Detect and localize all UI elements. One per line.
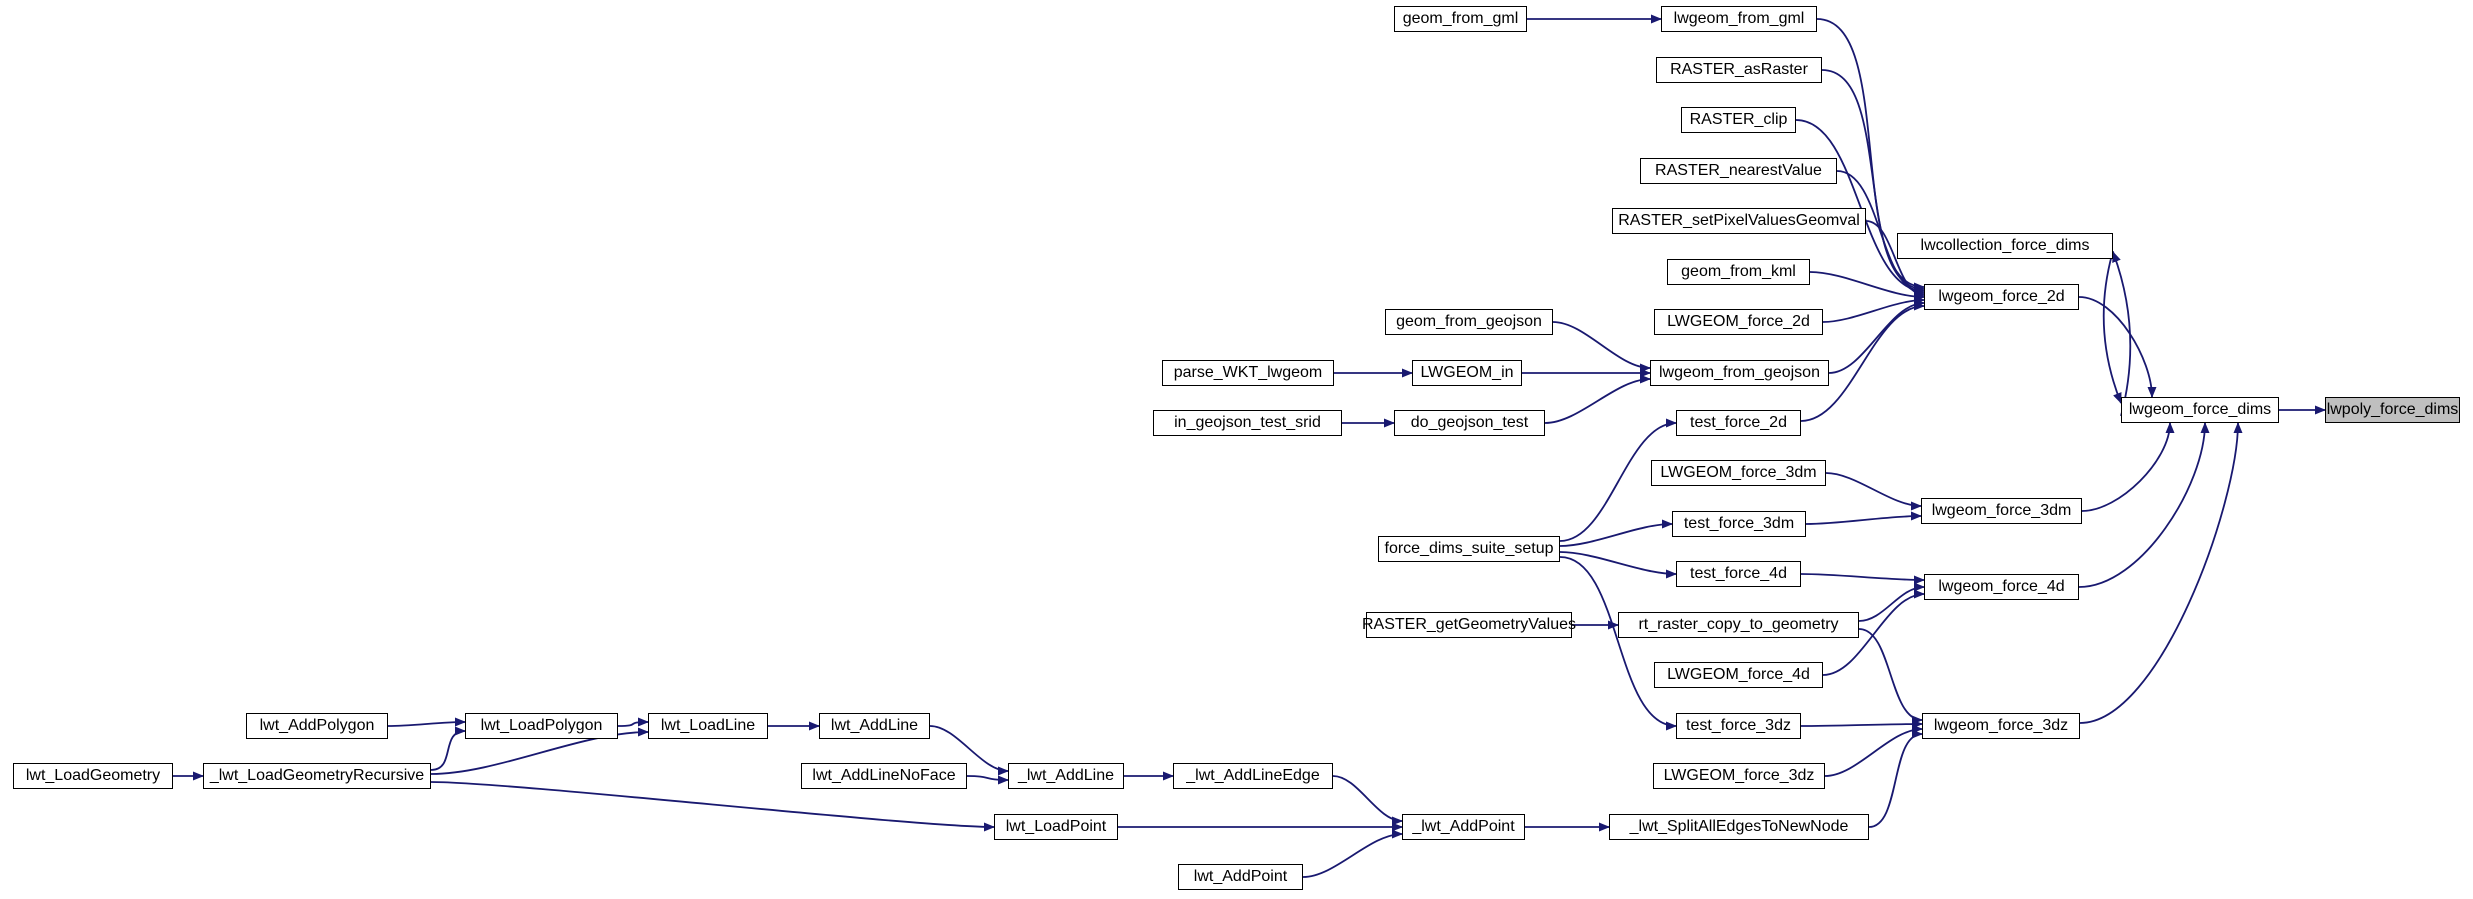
graph-node-lwgeom_force_dims[interactable]: lwgeom_force_dims xyxy=(2121,397,2279,423)
graph-node-RASTER_setPixelValuesGeomval[interactable]: RASTER_setPixelValuesGeomval xyxy=(1612,208,1866,234)
edge-RASTER_setPixelValuesGeomval--lwgeom_force_2d xyxy=(1865,220,1925,300)
edge-force_dims_suite_setup--test_force_4d xyxy=(1559,551,1677,579)
graph-node-force_dims_suite_setup[interactable]: force_dims_suite_setup xyxy=(1378,536,1560,562)
graph-node-lwt_LoadGeometry[interactable]: lwt_LoadGeometry xyxy=(13,763,173,789)
edge-do_geojson_test--lwgeom_from_geojson xyxy=(1544,374,1651,424)
graph-node-lwt_AddPolygon[interactable]: lwt_AddPolygon xyxy=(246,713,388,739)
edge-lwt_AddLine--_lwt_AddLine xyxy=(929,725,1009,776)
graph-node-lwgeom_force_3dm[interactable]: lwgeom_force_3dm xyxy=(1921,498,2082,524)
graph-node-parse_WKT_lwgeom[interactable]: parse_WKT_lwgeom xyxy=(1162,360,1334,386)
edge-lwt_AddPolygon--lwt_LoadPolygon xyxy=(387,717,466,727)
graph-node-geom_from_kml[interactable]: geom_from_kml xyxy=(1667,259,1810,285)
edge-_lwt_LoadGeometryRecursive--lwt_LoadPolygon xyxy=(430,726,466,771)
edge-_lwt_SplitAllEdgesToNewNode--lwgeom_force_3dz xyxy=(1868,729,1923,828)
edge-rt_raster_copy_to_geometry--lwgeom_force_4d xyxy=(1858,582,1925,622)
edge-test_force_4d--lwgeom_force_4d xyxy=(1800,573,1925,585)
graph-node-lwt_AddLineNoFace[interactable]: lwt_AddLineNoFace xyxy=(801,763,967,789)
graph-node-lwgeom_force_4d[interactable]: lwgeom_force_4d xyxy=(1924,574,2079,600)
graph-node-geom_from_geojson[interactable]: geom_from_geojson xyxy=(1385,309,1553,335)
edge-RASTER_clip--lwgeom_force_2d xyxy=(1795,119,1925,296)
graph-node-lwt_LoadPoint[interactable]: lwt_LoadPoint xyxy=(994,814,1118,840)
graph-node-lwt_LoadPolygon[interactable]: lwt_LoadPolygon xyxy=(465,713,618,739)
edge-test_force_3dm--lwgeom_force_3dm xyxy=(1805,511,1922,525)
graph-node-rt_raster_copy_to_geometry[interactable]: rt_raster_copy_to_geometry xyxy=(1618,612,1859,638)
edge-_lwt_LoadGeometryRecursive--lwt_LoadLine xyxy=(430,727,649,775)
graph-node-lwgeom_force_2d[interactable]: lwgeom_force_2d xyxy=(1924,284,2079,310)
graph-node-test_force_2d[interactable]: test_force_2d xyxy=(1676,410,1801,436)
graph-node-in_geojson_test_srid[interactable]: in_geojson_test_srid xyxy=(1153,410,1342,436)
graph-node-test_force_3dm[interactable]: test_force_3dm xyxy=(1672,511,1806,537)
edge-test_force_3dz--lwgeom_force_3dz xyxy=(1800,719,1923,729)
edge-geom_from_geojson--lwgeom_from_geojson xyxy=(1552,321,1651,373)
graph-node-lwt_AddLine[interactable]: lwt_AddLine xyxy=(819,713,930,739)
graph-node-lwt_LoadLine[interactable]: lwt_LoadLine xyxy=(648,713,768,739)
edge-geom_from_kml--lwgeom_force_2d xyxy=(1809,271,1925,302)
edge-LWGEOM_force_2d--lwgeom_force_2d xyxy=(1822,295,1925,323)
graph-node-do_geojson_test[interactable]: do_geojson_test xyxy=(1394,410,1545,436)
graph-node-RASTER_nearestValue[interactable]: RASTER_nearestValue xyxy=(1640,158,1837,184)
graph-node-_lwt_LoadGeometryRecursive[interactable]: _lwt_LoadGeometryRecursive xyxy=(203,763,431,789)
graph-node-lwgeom_from_geojson[interactable]: lwgeom_from_geojson xyxy=(1650,360,1829,386)
edge-_lwt_AddLineEdge--_lwt_AddPoint xyxy=(1332,775,1403,826)
graph-node-lwt_AddPoint[interactable]: lwt_AddPoint xyxy=(1178,864,1303,890)
graph-node-test_force_4d[interactable]: test_force_4d xyxy=(1676,561,1801,587)
edge-lwgeom_force_4d--lwgeom_force_dims xyxy=(2078,422,2210,588)
edge-_lwt_LoadGeometryRecursive--lwt_LoadPoint xyxy=(430,781,995,832)
graph-node-_lwt_AddLineEdge[interactable]: _lwt_AddLineEdge xyxy=(1173,763,1333,789)
edge-lwgeom_force_2d--lwgeom_force_dims xyxy=(2078,296,2157,398)
graph-node-lwpoly_force_dims[interactable]: lwpoly_force_dims xyxy=(2325,397,2460,423)
edge-lwgeom_from_geojson--lwgeom_force_2d xyxy=(1828,298,1925,374)
edge-LWGEOM_force_3dm--lwgeom_force_3dm xyxy=(1825,472,1922,511)
edge-force_dims_suite_setup--test_force_2d xyxy=(1559,418,1677,542)
graph-node-_lwt_SplitAllEdgesToNewNode[interactable]: _lwt_SplitAllEdgesToNewNode xyxy=(1609,814,1869,840)
edge-lwt_LoadPolygon--lwt_LoadLine xyxy=(617,717,649,727)
edge-test_force_2d--lwgeom_force_2d xyxy=(1800,301,1925,422)
graph-node-RASTER_asRaster[interactable]: RASTER_asRaster xyxy=(1656,57,1822,83)
graph-node-LWGEOM_in[interactable]: LWGEOM_in xyxy=(1412,360,1522,386)
edge-rt_raster_copy_to_geometry--lwgeom_force_3dz xyxy=(1858,628,1923,725)
graph-node-lwgeom_force_3dz[interactable]: lwgeom_force_3dz xyxy=(1922,713,2080,739)
graph-node-LWGEOM_force_4d[interactable]: LWGEOM_force_4d xyxy=(1654,662,1823,688)
graph-node-_lwt_AddLine[interactable]: _lwt_AddLine xyxy=(1008,763,1124,789)
graph-node-RASTER_clip[interactable]: RASTER_clip xyxy=(1681,107,1796,133)
edge-lwt_AddPoint--_lwt_AddPoint xyxy=(1302,829,1403,878)
edge-lwgeom_force_dims--lwcollection_force_dims xyxy=(2112,251,2132,417)
edge-lwgeom_force_3dz--lwgeom_force_dims xyxy=(2079,422,2243,724)
graph-node-geom_from_gml[interactable]: geom_from_gml xyxy=(1394,6,1527,32)
graph-node-LWGEOM_force_2d[interactable]: LWGEOM_force_2d xyxy=(1654,309,1823,335)
graph-node-LWGEOM_force_3dz[interactable]: LWGEOM_force_3dz xyxy=(1653,763,1825,789)
edge-force_dims_suite_setup--test_force_3dm xyxy=(1559,519,1673,547)
edge-LWGEOM_force_3dz--lwgeom_force_3dz xyxy=(1824,724,1923,777)
edge-lwt_AddLineNoFace--_lwt_AddLine xyxy=(966,775,1009,785)
edge-LWGEOM_force_4d--lwgeom_force_4d xyxy=(1822,589,1925,676)
graph-node-LWGEOM_force_3dm[interactable]: LWGEOM_force_3dm xyxy=(1651,460,1826,486)
edge-force_dims_suite_setup--test_force_3dz xyxy=(1559,556,1677,731)
graph-node-RASTER_getGeometryValues[interactable]: RASTER_getGeometryValues xyxy=(1362,612,1576,638)
edge-lwcollection_force_dims--lwgeom_force_dims xyxy=(2102,250,2122,404)
graph-node-lwcollection_force_dims[interactable]: lwcollection_force_dims xyxy=(1897,233,2113,259)
edge-lwgeom_force_3dm--lwgeom_force_dims xyxy=(2081,422,2175,512)
graph-node-_lwt_AddPoint[interactable]: _lwt_AddPoint xyxy=(1402,814,1525,840)
graph-node-test_force_3dz[interactable]: test_force_3dz xyxy=(1676,713,1801,739)
graph-node-lwgeom_from_gml[interactable]: lwgeom_from_gml xyxy=(1661,6,1817,32)
